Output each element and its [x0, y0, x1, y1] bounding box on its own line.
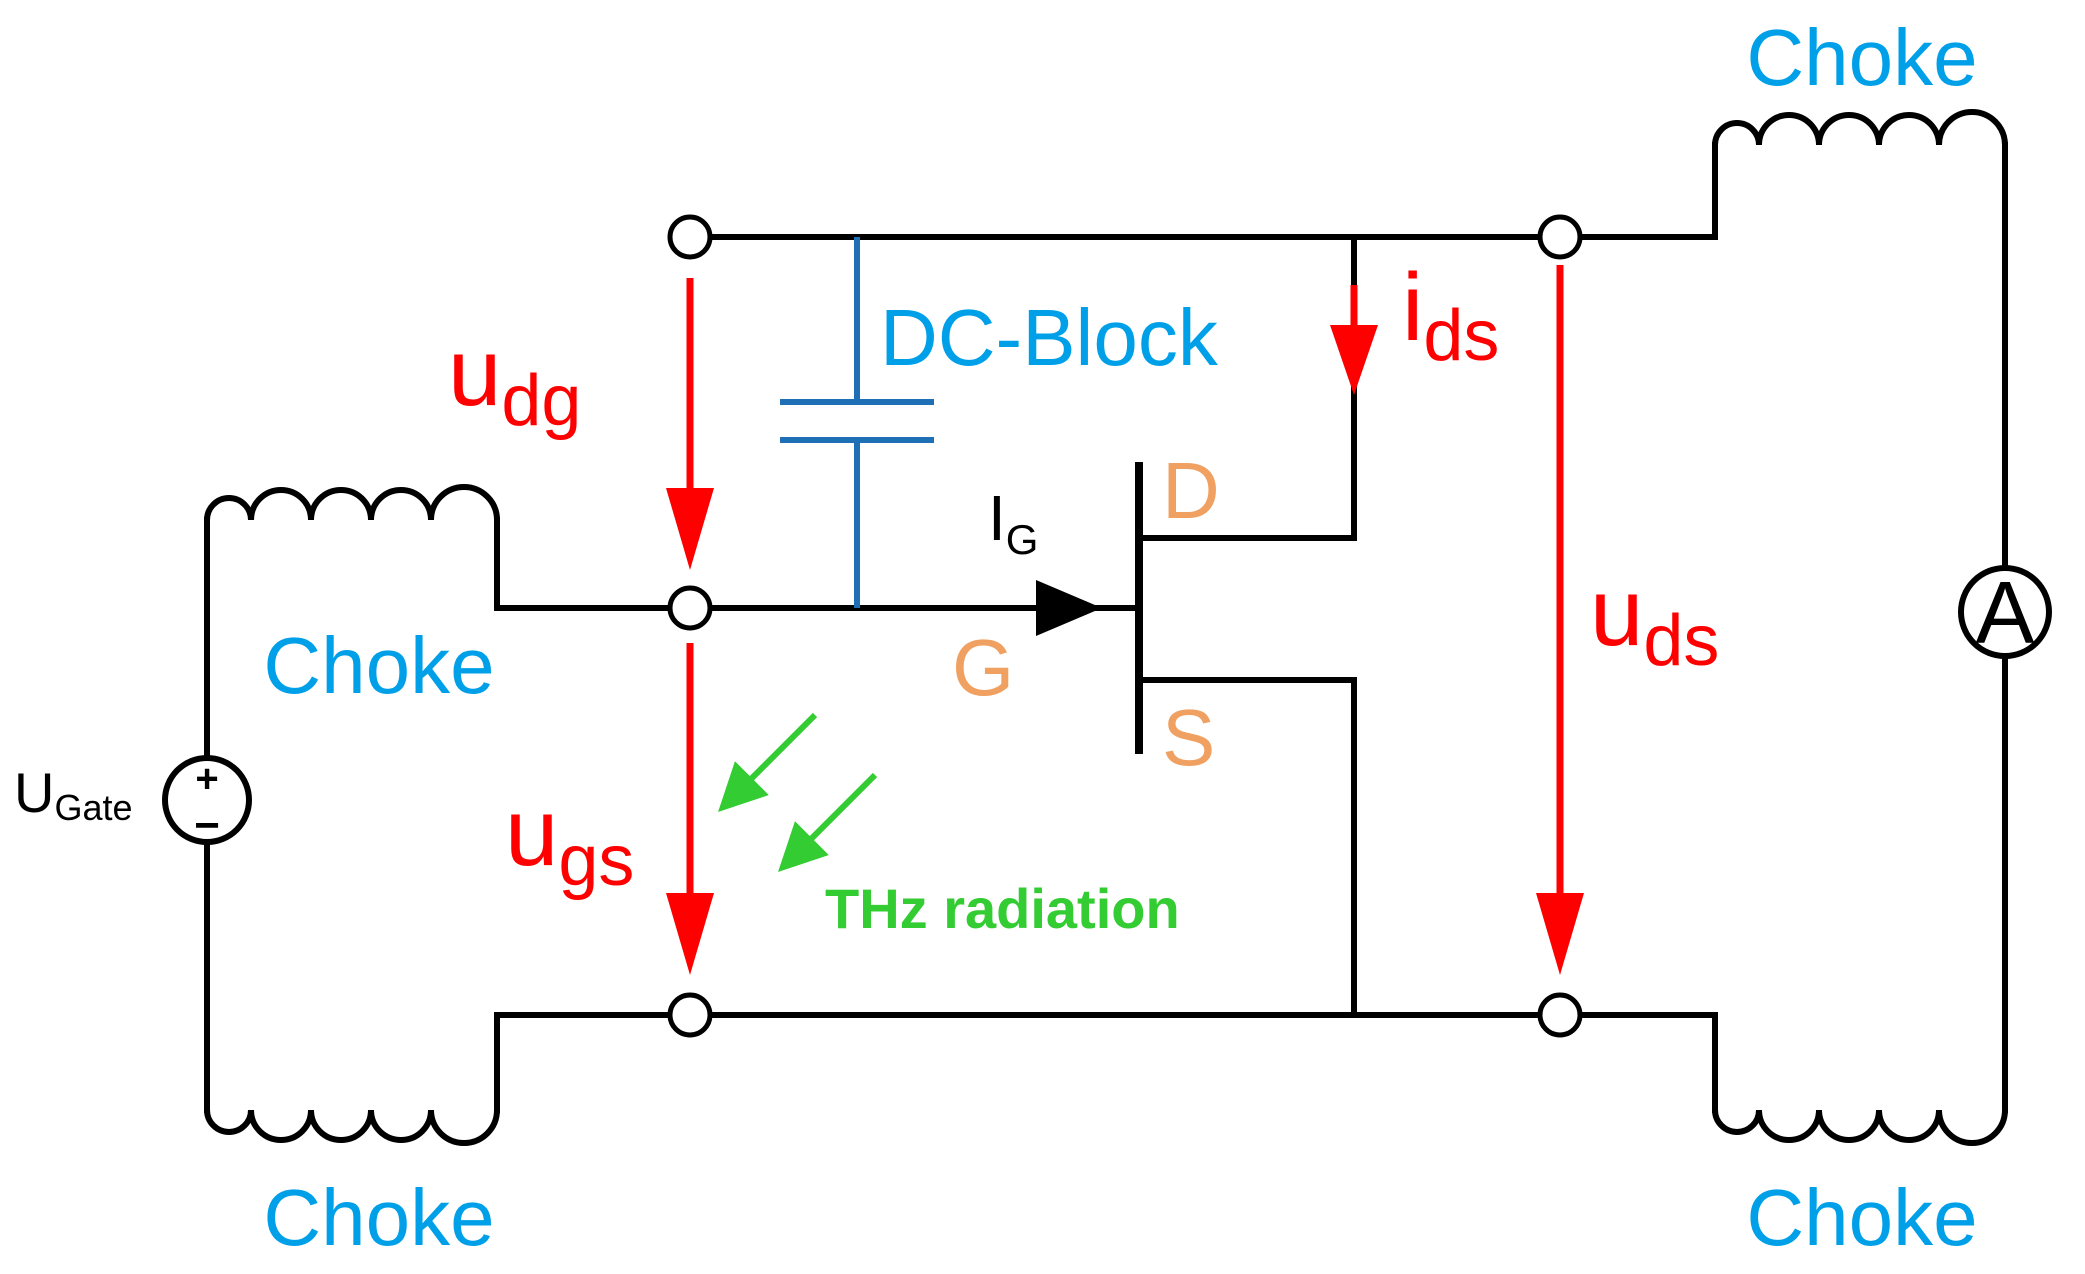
choke-label-bottom-right: Choke: [1746, 1173, 1977, 1262]
ids-label: ids: [1402, 254, 1499, 376]
choke-label-top-right: Choke: [1746, 13, 1977, 102]
terminal-top-left: [667, 214, 713, 260]
labels: Choke Choke Choke Choke DC-Block UGate I…: [14, 13, 1978, 1262]
ammeter: A: [1958, 563, 2052, 662]
terminals: [667, 214, 1583, 1038]
voltage-source-circle: [162, 755, 252, 845]
udg-label-sub: dg: [501, 361, 581, 441]
thz-radiation-arrows: [718, 712, 878, 872]
udg-label: udg: [448, 319, 581, 441]
chokes: [204, 109, 2008, 1146]
thz-arrow-1: [718, 712, 818, 812]
dc-block-capacitor: [780, 237, 934, 608]
terminal-bottom-left: [667, 992, 713, 1038]
uds-arrow-head: [1536, 893, 1584, 975]
ig-label-main: I: [988, 482, 1006, 554]
ids-arrow-head: [1330, 325, 1378, 395]
gate-label: G: [952, 623, 1014, 712]
choke-top-right-coil: [1712, 109, 2008, 146]
drain-label: D: [1162, 446, 1220, 535]
terminal-gate: [667, 585, 713, 631]
choke-label-left: Choke: [263, 621, 494, 710]
source-label: S: [1162, 693, 1215, 782]
ugs-label-sub: gs: [558, 821, 634, 901]
ugs-label: ugs: [505, 779, 634, 901]
ugs-label-main: u: [505, 779, 558, 886]
voltage-arrows: [666, 265, 1584, 975]
gate-current-arrow: [1036, 580, 1102, 636]
terminal-top-right: [1537, 214, 1583, 260]
choke-right-bottom-coil: [1712, 1109, 2008, 1146]
choke-left-top-coil: [204, 484, 500, 521]
udg-label-main: u: [448, 319, 501, 426]
uds-label-sub: ds: [1643, 601, 1719, 681]
uds-label: uds: [1590, 559, 1719, 681]
wiring: [204, 142, 2008, 1113]
ids-label-sub: ds: [1423, 296, 1499, 376]
ammeter-label: A: [1976, 563, 2035, 662]
choke-label-bottom-left: Choke: [263, 1173, 494, 1262]
terminal-bottom-right: [1537, 992, 1583, 1038]
transistor: [1036, 462, 1143, 754]
ig-label-sub: G: [1006, 516, 1039, 563]
ids-label-main: i: [1402, 254, 1423, 361]
thz-arrow-2: [778, 772, 878, 872]
source-wire: [1136, 677, 1357, 1018]
ammeter-circle: [1958, 565, 2052, 659]
ugs-arrow-head: [666, 893, 714, 975]
thz-radiation-label: THz radiation: [825, 877, 1180, 940]
ugate-label-main: U: [14, 761, 54, 824]
ig-label: IG: [988, 482, 1038, 563]
dc-block-label: DC-Block: [880, 293, 1219, 382]
gate-voltage-source: + −: [162, 755, 252, 850]
ugate-label: UGate: [14, 761, 133, 828]
voltage-source-plus: +: [195, 757, 218, 801]
ugate-label-sub: Gate: [54, 787, 132, 828]
uds-label-main: u: [1590, 559, 1643, 666]
voltage-source-minus: −: [194, 801, 220, 850]
choke-left-bottom-coil: [204, 1109, 500, 1146]
udg-arrow-head: [666, 488, 714, 570]
